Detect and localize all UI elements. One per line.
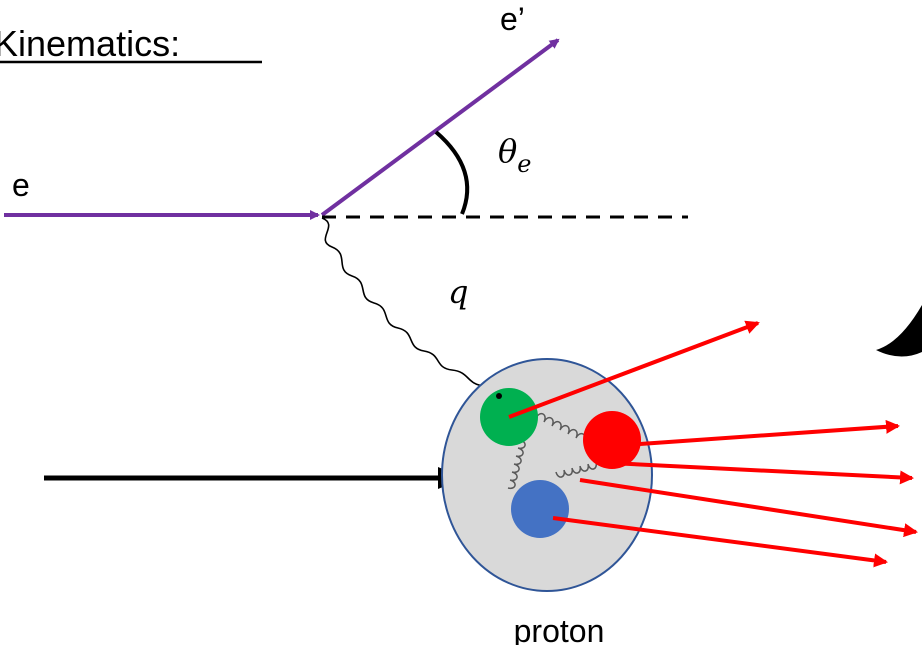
incoming-electron-label: e — [12, 167, 30, 203]
proton-body — [441, 358, 653, 592]
partial-brace-shape — [876, 305, 922, 357]
photon-vertex-dot — [496, 393, 502, 399]
gluon-green-blue — [507, 439, 526, 490]
scattered-electron-label: e’ — [500, 1, 525, 37]
fragment-jet-1 — [639, 419, 900, 446]
virtual-photon-label: q — [448, 273, 468, 311]
fragment-jet-3 — [579, 478, 918, 538]
gluon-red-blue — [555, 461, 598, 478]
scattering-angle-label: θe — [498, 132, 531, 178]
quark-red — [583, 411, 641, 469]
scattering-angle-arc — [434, 130, 470, 215]
scattered-electron-line — [320, 38, 560, 217]
virtual-photon-wavy-line — [321, 217, 501, 397]
fragment-jet-2 — [609, 461, 914, 485]
fragment-jet-4 — [552, 516, 888, 568]
struck-quark-jet — [508, 320, 760, 419]
quark-blue — [511, 480, 569, 538]
diagram-title: Kinematics: — [0, 23, 180, 64]
proton-label: proton — [514, 613, 605, 645]
